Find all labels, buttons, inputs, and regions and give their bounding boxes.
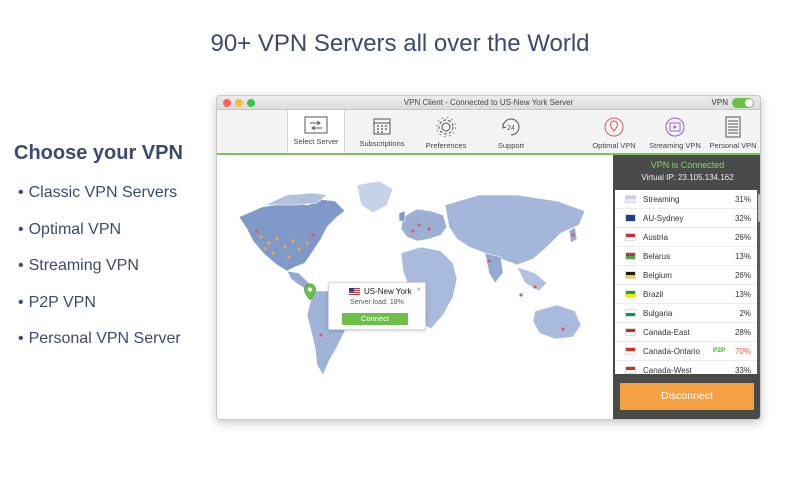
tab-label: Preferences [425,141,467,150]
country-flag-icon [625,195,636,203]
server-row[interactable]: Brazil 13% [615,285,757,304]
feature-item: Classic VPN Servers [14,181,210,218]
server-name: Canada-West [643,366,692,374]
popup-server-name: US-New York [364,287,412,296]
server-row[interactable]: Austria 26% [615,228,757,247]
server-load: 2% [739,309,751,318]
server-name: Streaming [643,195,680,204]
server-load: 31% [734,195,751,204]
server-load: 33% [734,366,751,374]
headline: 90+ VPN Servers all over the World [210,30,590,57]
server-load: 70% [734,347,751,356]
feature-item: Streaming VPN [14,254,210,291]
server-row[interactable]: AU-Sydney 32% [615,209,757,228]
connection-status: VPN is Connected Virtual IP: 23.105.134.… [613,155,760,190]
tab-subscriptions[interactable]: Subscriptions [353,110,411,153]
country-flag-icon [625,271,636,279]
toolbar: Select Server Subscriptions Preferences … [217,110,760,155]
server-name: Brazil [643,290,664,299]
vpn-toggle-label: VPN [711,98,728,107]
vpn-toggle[interactable] [732,98,754,108]
server-arrows-icon [304,116,328,134]
server-name: Bulgaria [643,309,673,318]
gear-icon [436,117,456,137]
tab-label: Streaming VPN [649,141,701,150]
svg-text:24: 24 [507,125,515,132]
feature-item: Personal VPN Server [14,327,210,364]
server-row[interactable]: Canada-Ontario P2P 70% [615,342,757,361]
server-popup: US-New York × Server load: 18% Connect [328,282,426,330]
minimize-window-button[interactable] [235,99,243,107]
server-load: 26% [734,271,751,280]
server-row[interactable]: Bulgaria 2% [615,304,757,323]
feature-item: P2P VPN [14,291,210,328]
tab-select-server[interactable]: Select Server [287,110,345,153]
server-list[interactable]: Streaming 31% AU-Sydney 32% Austria 26% Belaru… [615,190,757,374]
country-flag-icon [625,347,636,355]
server-name: Austria [643,233,668,242]
tab-label: Select Server [293,137,339,146]
country-flag-icon [625,366,636,374]
scroll-thumb[interactable] [758,194,760,222]
feature-list: Choose your VPN Classic VPN Servers Opti… [14,142,210,364]
calendar-icon [373,118,391,135]
title-bar: VPN Client - Connected to US-New York Se… [217,96,760,110]
country-flag-icon [625,214,636,222]
tab-label: Personal VPN [709,141,757,150]
close-icon[interactable]: × [416,285,421,294]
server-row[interactable]: Belarus 13% [615,247,757,266]
p2p-badge: P2P [713,347,726,354]
connected-status: VPN is Connected [650,160,725,170]
tab-support[interactable]: 24 Support [482,110,540,153]
feature-item: Optimal VPN [14,218,210,255]
world-map[interactable]: US-New York × Server load: 18% Connect [217,155,613,419]
close-window-button[interactable] [223,99,231,107]
server-name: Belgium [643,271,672,280]
location-pin-icon [604,117,624,137]
tab-label: Optimal VPN [592,141,636,150]
connect-button[interactable]: Connect [342,313,408,325]
server-name: AU-Sydney [643,214,684,223]
server-sidebar: VPN is Connected Virtual IP: 23.105.134.… [613,155,760,419]
support-24-icon: 24 [502,118,520,136]
us-flag-icon [349,288,360,295]
toggle-knob [745,99,753,107]
server-name: Belarus [643,252,671,261]
tab-label: Support [497,141,525,150]
server-row[interactable]: Canada-West 33% [615,361,757,374]
server-load: 28% [734,328,751,337]
location-pin-icon[interactable] [303,283,317,301]
country-flag-icon [625,328,636,336]
tab-preferences[interactable]: Preferences [417,110,475,153]
country-flag-icon [625,233,636,241]
virtual-ip: Virtual IP: 23.105.134.162 [641,173,734,182]
server-list-scrollbar[interactable] [757,190,760,374]
window-title: VPN Client - Connected to US-New York Se… [403,98,574,107]
server-rack-icon [725,116,741,138]
tab-streaming-vpn[interactable]: Streaming VPN [646,110,704,153]
tab-optimal-vpn[interactable]: Optimal VPN [585,110,643,153]
server-load: 32% [734,214,751,223]
tab-label: Subscriptions [359,139,405,148]
server-row[interactable]: Streaming 31% [615,190,757,209]
server-load: 13% [734,290,751,299]
zoom-window-button[interactable] [247,99,255,107]
country-flag-icon [625,309,636,317]
server-load: 26% [734,233,751,242]
disconnect-button[interactable]: Disconnect [620,383,754,410]
server-name: Canada-East [643,328,690,337]
server-row[interactable]: Belgium 26% [615,266,757,285]
world-map-graphic [238,180,586,376]
popup-server-load: Server load: 18% [350,299,404,306]
server-row[interactable]: Canada-East 28% [615,323,757,342]
country-flag-icon [625,290,636,298]
play-icon [665,117,685,137]
feature-heading: Choose your VPN [14,142,183,164]
tab-personal-vpn[interactable]: Personal VPN [704,110,760,153]
vpn-client-window: VPN Client - Connected to US-New York Se… [216,95,761,420]
server-name: Canada-Ontario [643,347,700,356]
country-flag-icon [625,252,636,260]
server-load: 13% [734,252,751,261]
